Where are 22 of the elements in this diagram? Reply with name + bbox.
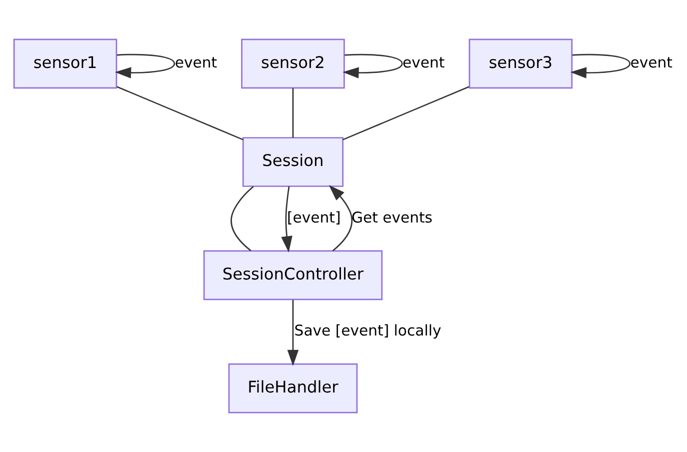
node-box: sensor3: [468, 38, 573, 89]
edge-label: [event]: [286, 209, 341, 226]
arrow: [114, 54, 176, 78]
edge-label: Save [event] locally: [294, 322, 442, 340]
arrow: [570, 54, 630, 78]
edge-label: event: [402, 54, 445, 72]
arrow: [281, 186, 292, 252]
node-box: sensor1: [13, 38, 118, 89]
connector: [292, 88, 294, 138]
edge-label: Get events: [351, 209, 433, 226]
arrow: [287, 300, 299, 366]
connector: [230, 186, 254, 252]
edge-label: event: [174, 54, 218, 72]
node-box: SessionController: [203, 250, 383, 300]
edge-label: event: [630, 54, 672, 72]
node-box: FileHandler: [228, 363, 358, 414]
connector: [342, 86, 470, 140]
arrow: [342, 54, 403, 78]
node-box: Session: [242, 137, 344, 187]
node-box: sensor2: [241, 38, 345, 89]
arrow: [328, 185, 352, 252]
connector: [116, 86, 244, 140]
